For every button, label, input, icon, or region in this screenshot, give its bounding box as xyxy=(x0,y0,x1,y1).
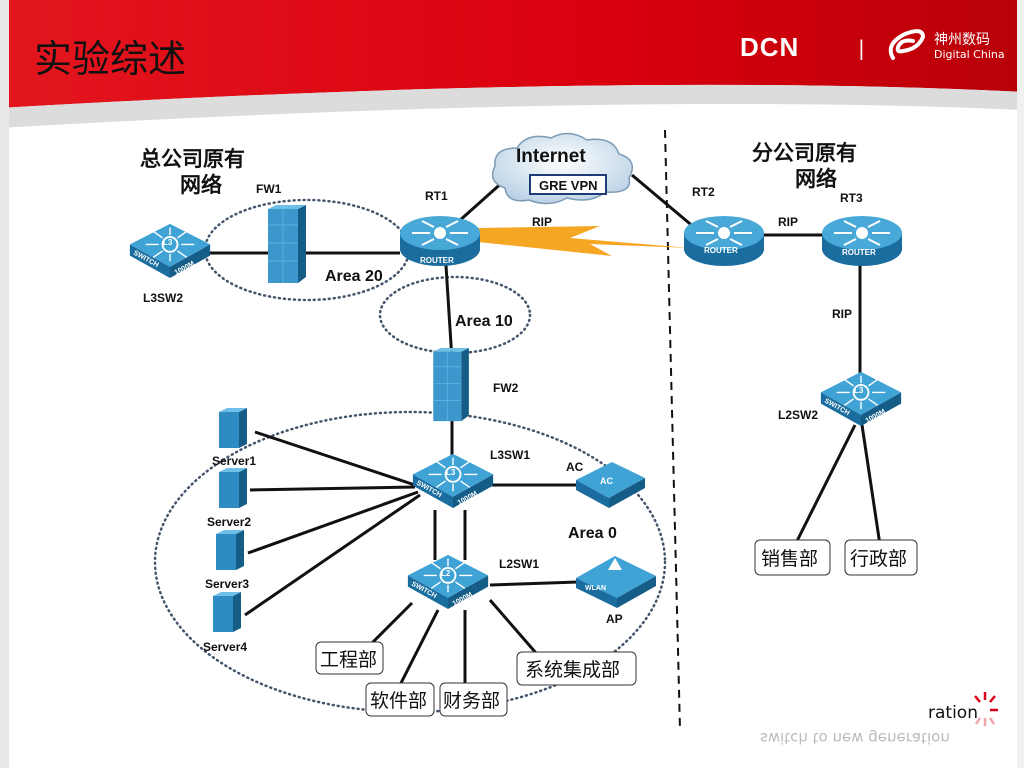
svg-text:|: | xyxy=(858,36,865,60)
footer-tagline: ration xyxy=(928,703,978,723)
dept-software: 软件部 xyxy=(365,682,435,717)
rip-wan-label: RIP xyxy=(532,215,552,229)
gre-vpn-box xyxy=(529,174,607,195)
l2sw2-switch-icon[interactable]: L3 SWITCH 1000M xyxy=(819,370,903,427)
dept-sales: 销售部 xyxy=(754,539,831,576)
svg-text:WLAN: WLAN xyxy=(585,585,606,592)
ap-label: AP xyxy=(606,612,623,626)
dcn-logo: DCN | xyxy=(740,32,865,62)
hq-title-line1: 总公司原有 xyxy=(140,147,245,171)
link-l2sw1-eng xyxy=(368,601,414,647)
digital-china-logo: 神州数码 Digital China xyxy=(888,29,1005,61)
svg-text:财务部: 财务部 xyxy=(443,690,500,712)
server3-label: Server3 xyxy=(205,577,249,591)
svg-text:ROUTER: ROUTER xyxy=(704,246,738,255)
hq-title-line2: 网络 xyxy=(180,173,222,197)
link-server3 xyxy=(247,490,419,555)
link-l2sw1-si xyxy=(488,599,538,654)
fw1-firewall-icon[interactable] xyxy=(267,204,307,284)
rt2-router-icon[interactable]: ROUTER xyxy=(683,215,765,267)
dept-finance: 财务部 xyxy=(439,682,508,717)
link-l2sw1-soft xyxy=(398,609,440,686)
branch-title-line1: 分公司原有 xyxy=(752,141,857,165)
l2sw2-label: L2SW2 xyxy=(778,408,818,422)
dept-admin: 行政部 xyxy=(844,539,918,576)
server1-label: Server1 xyxy=(212,454,256,468)
fw2-label: FW2 xyxy=(493,381,519,395)
rip-rt2-rt3-label: RIP xyxy=(778,215,798,229)
svg-text:L3: L3 xyxy=(163,238,173,247)
branch-title-line2: 网络 xyxy=(795,167,837,191)
ac-controller-icon[interactable]: AC xyxy=(576,462,645,508)
svg-text:Digital China: Digital China xyxy=(934,48,1005,61)
link-rt1-fw2 xyxy=(443,249,454,361)
svg-text:系统集成部: 系统集成部 xyxy=(525,659,620,681)
rip-wan-lightning-icon xyxy=(478,226,690,256)
svg-text:AC: AC xyxy=(600,476,613,486)
link-server1 xyxy=(254,430,416,487)
svg-text:工程部: 工程部 xyxy=(320,649,377,671)
area-10-label: Area 10 xyxy=(455,313,513,330)
ac-label: AC xyxy=(566,460,584,474)
l2sw1-switch-icon[interactable]: L2 SWITCH 1000M xyxy=(406,553,490,610)
link-server4 xyxy=(244,493,421,617)
area-0-label: Area 0 xyxy=(568,525,617,542)
server2-icon[interactable] xyxy=(219,468,247,508)
l3sw1-switch-icon[interactable]: L3 SWITCH 1000M xyxy=(411,452,495,509)
svg-text:L3: L3 xyxy=(854,386,864,395)
rt2-label: RT2 xyxy=(692,185,715,199)
svg-text:软件部: 软件部 xyxy=(370,690,427,712)
server4-label: Server4 xyxy=(203,640,247,654)
svg-text:神州数码: 神州数码 xyxy=(934,32,990,48)
dept-system-integration: 系统集成部 xyxy=(516,651,637,686)
dept-engineering: 工程部 xyxy=(315,641,384,675)
rt1-label: RT1 xyxy=(425,189,448,203)
svg-text:L3: L3 xyxy=(446,468,456,477)
link-server2 xyxy=(249,485,416,492)
burst-icon xyxy=(974,692,998,726)
internet-label: Internet xyxy=(516,146,586,167)
link-l2sw2-admin xyxy=(860,424,882,546)
svg-text:ROUTER: ROUTER xyxy=(420,256,454,265)
link-rt1-internet xyxy=(457,178,506,224)
l3sw2-switch-icon[interactable]: L3 SWITCH 1000M xyxy=(128,222,212,279)
l3sw2-label: L3SW2 xyxy=(143,291,183,305)
fw2-firewall-icon[interactable] xyxy=(432,347,470,422)
svg-text:销售部: 销售部 xyxy=(761,548,818,570)
rt3-router-icon[interactable]: ROUTER xyxy=(821,215,903,267)
slide-title: 实验综述 xyxy=(34,37,186,81)
footer-tagline-reflection: switch to new generation xyxy=(760,729,950,747)
area-0-boundary xyxy=(153,410,667,714)
link-l2sw2-sales xyxy=(793,424,857,546)
area-20-boundary xyxy=(203,198,411,302)
server3-icon[interactable] xyxy=(216,530,244,570)
fw1-label: FW1 xyxy=(256,182,282,196)
svg-text:DCN: DCN xyxy=(740,32,799,62)
server4-icon[interactable] xyxy=(213,592,241,632)
svg-text:L2: L2 xyxy=(441,569,451,578)
link-l2sw1-ap xyxy=(489,580,579,587)
server1-icon[interactable] xyxy=(219,408,247,448)
l3sw1-label: L3SW1 xyxy=(490,448,530,462)
ap-wlan-icon[interactable]: WLAN xyxy=(576,556,656,608)
link-internet-rt2 xyxy=(631,173,696,230)
rt3-label: RT3 xyxy=(840,191,863,205)
gre-vpn-label: GRE VPN xyxy=(539,178,598,193)
rt1-router-icon[interactable]: ROUTER xyxy=(399,215,481,267)
area-20-label: Area 20 xyxy=(325,268,383,285)
svg-text:行政部: 行政部 xyxy=(850,548,907,570)
svg-text:ROUTER: ROUTER xyxy=(842,248,876,257)
site-divider xyxy=(664,129,681,731)
l2sw1-label: L2SW1 xyxy=(499,557,539,571)
links xyxy=(210,173,882,686)
server2-label: Server2 xyxy=(207,515,251,529)
rip-rt3-l2sw2-label: RIP xyxy=(832,307,852,321)
